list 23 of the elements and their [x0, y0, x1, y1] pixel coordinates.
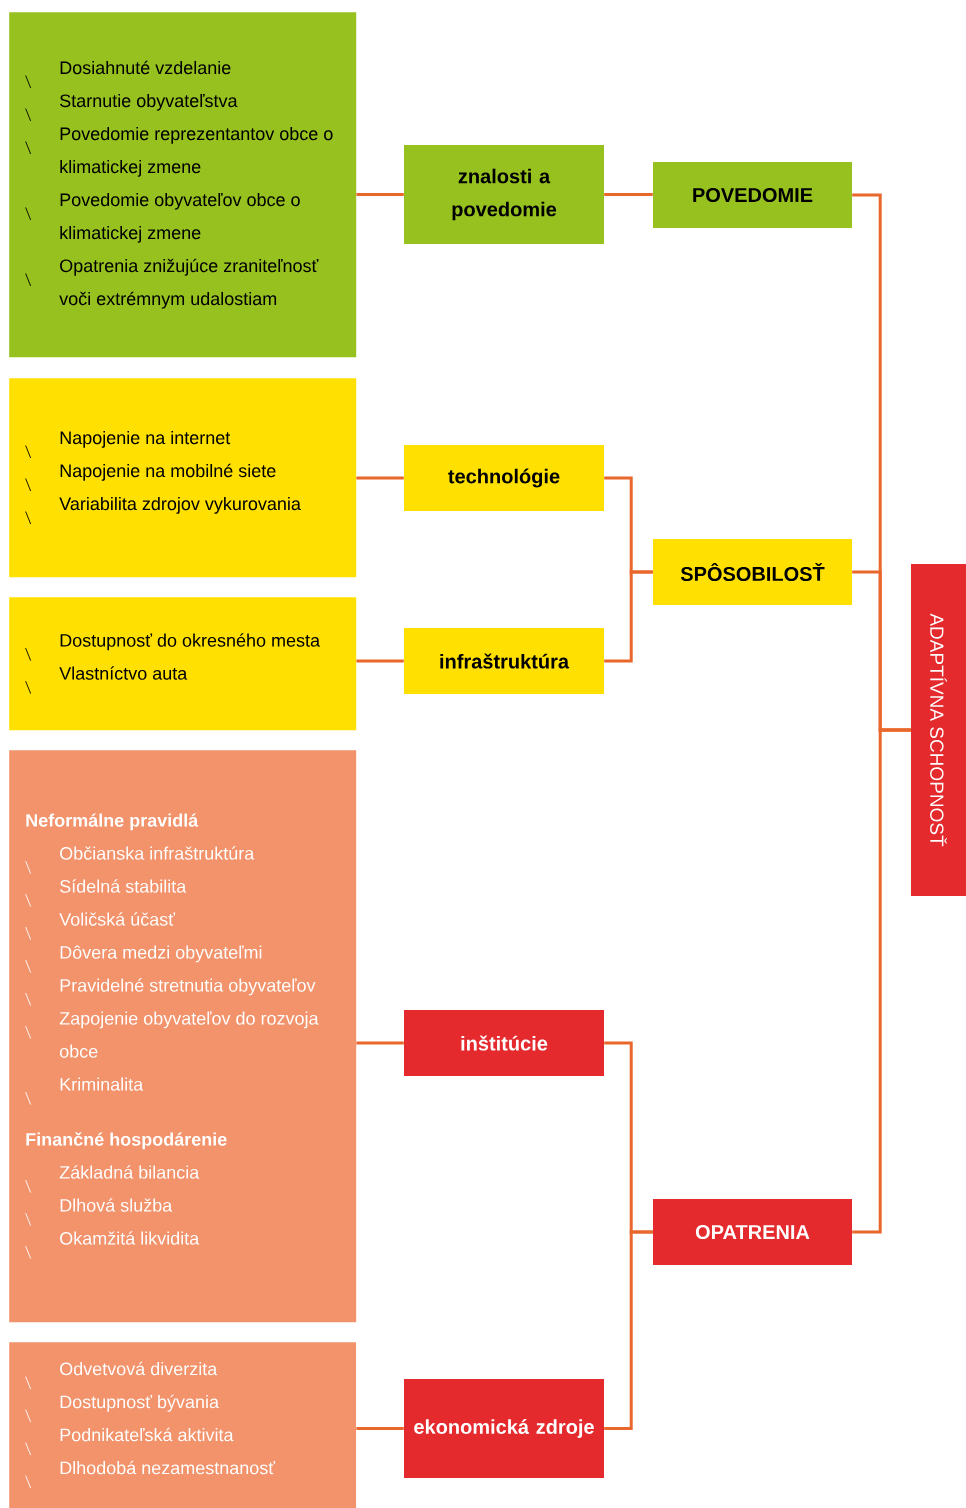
- connector-line: [356, 659, 404, 663]
- connector-line: [356, 1427, 404, 1430]
- category-box: technológie: [404, 445, 604, 511]
- connector-line: [356, 193, 404, 196]
- connector-line: [852, 728, 911, 1234]
- category-box: inštitúcie: [404, 1010, 604, 1076]
- connector-line: [356, 476, 404, 480]
- list-box: Odvetvová diverzita Dostupnosť bývania Podnikateľská aktivita Dlhodobá nezamestnanosť: [9, 1342, 357, 1508]
- list-box: Neformálne pravidlá Občianska infraštruktúra Sídelná stabilita Voličská účasť Dôvera medzi obyvateľmi Pravidelné stretnutia obyvateľov Zapojenie obyvateľov do rozvoja obce Kriminalita Finančné hospodárenie Základná bilancia Dlhová služba Okamžitá likvidita: [9, 750, 357, 1323]
- category-box: znalosti a povedomie: [404, 145, 604, 244]
- list-box: Dostupnosť do okresného mesta Vlastníctvo auta: [9, 597, 357, 731]
- result-box: ADAPTÍVNA SCHOPNOSŤ: [911, 564, 966, 896]
- connector-line: [604, 570, 653, 663]
- list-box: Napojenie na internet Napojenie na mobilné siete Variabilita zdrojov vykurovania: [9, 378, 357, 578]
- category-box: SPÔSOBILOSŤ: [653, 539, 852, 605]
- category-box: POVEDOMIE: [653, 162, 852, 228]
- list-box: Dosiahnuté vzdelanie Starnutie obyvateľstva Povedomie reprezentantov obce o klimatickej zmene Povedomie obyvateľov obce o klimatickej zmene Opatrenia znižujúce zraniteľnosť voči extrémnym udalostiam: [9, 12, 357, 358]
- category-box: OPATRENIA: [653, 1199, 852, 1265]
- category-box: ekonomická zdroje: [404, 1379, 604, 1478]
- connector-line: [604, 193, 653, 196]
- connector-line: [356, 1041, 404, 1045]
- connector-line: [604, 1230, 653, 1430]
- category-box: infraštruktúra: [404, 628, 604, 694]
